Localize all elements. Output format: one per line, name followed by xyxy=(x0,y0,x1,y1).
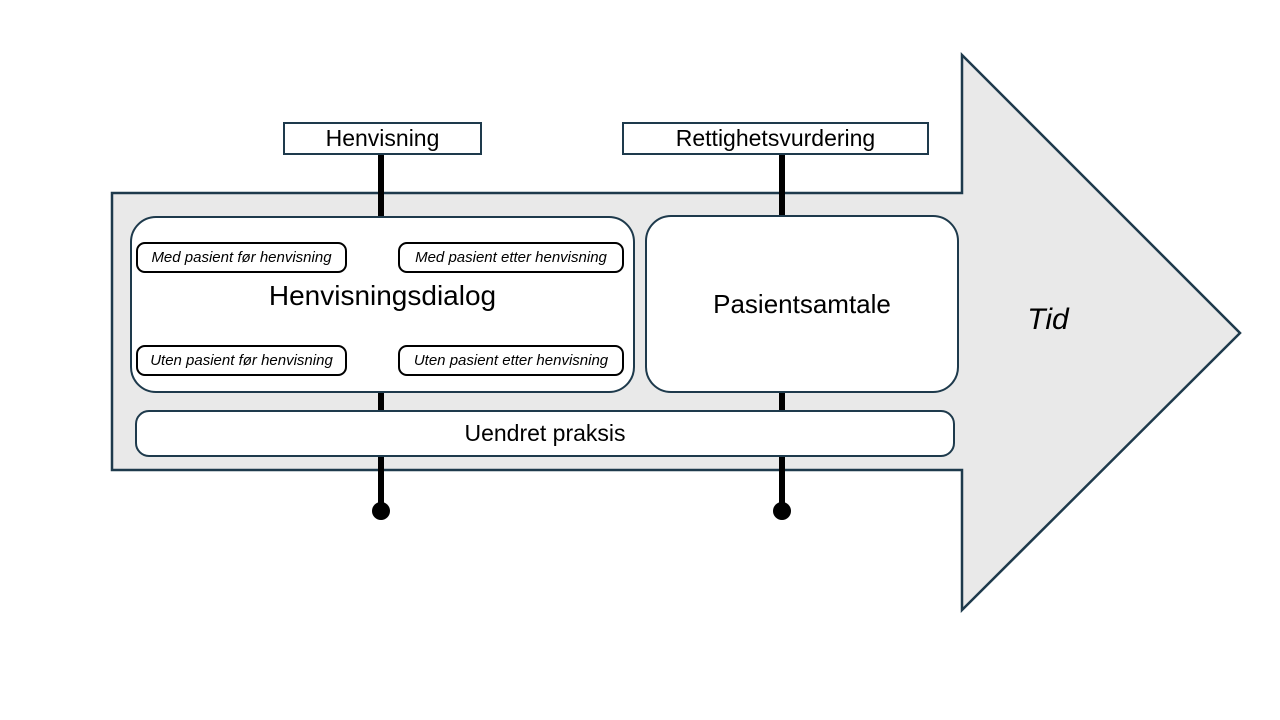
option-uten-pasient-etter-henvisning: Uten pasient etter henvisning xyxy=(398,345,624,376)
pasientsamtale-label: Pasientsamtale xyxy=(713,289,891,319)
uendret-praksis-label: Uendret praksis xyxy=(464,420,626,446)
pasientsamtale-box: Pasientsamtale xyxy=(645,215,959,393)
option-med-pasient-for-henvisning: Med pasient før henvisning xyxy=(136,242,347,273)
option-uten-pasient-for-henvisning: Uten pasient før henvisning xyxy=(136,345,347,376)
milestone-label-rettighetsvurdering: Rettighetsvurdering xyxy=(675,125,876,151)
milestone-label-henvisning: Henvisning xyxy=(325,125,440,151)
option-med-pasient-etter-henvisning: Med pasient etter henvisning xyxy=(398,242,624,273)
milestone-box-rettighetsvurdering: Rettighetsvurdering xyxy=(622,122,929,155)
connector-endpoint-dot-right xyxy=(773,502,791,520)
time-axis-label: Tid xyxy=(1027,303,1069,336)
uendret-praksis-box: Uendret praksis xyxy=(135,410,955,457)
henvisningsdialog-title: Henvisningsdialog xyxy=(268,280,497,311)
milestone-box-henvisning: Henvisning xyxy=(283,122,482,155)
connector-endpoint-dot-left xyxy=(372,502,390,520)
